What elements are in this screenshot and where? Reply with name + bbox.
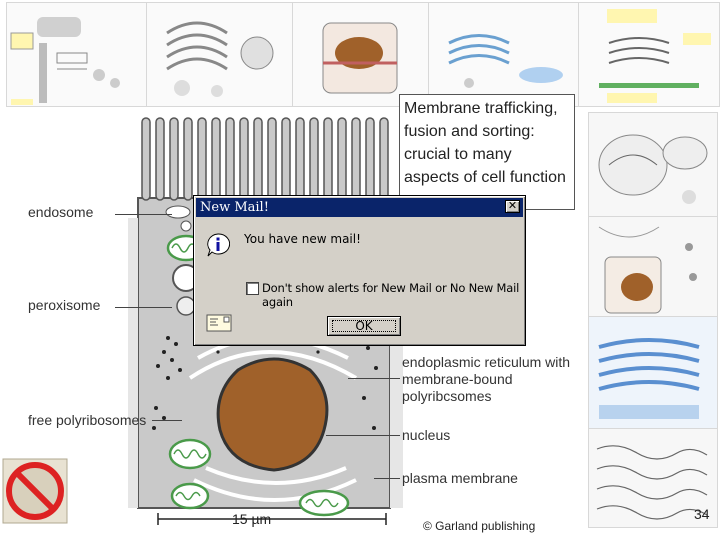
right-thumbnail-3: [588, 316, 718, 430]
dialog-titlebar[interactable]: New Mail!: [196, 198, 523, 217]
thumbnail-3-figure: [322, 22, 398, 94]
thumbnail-4-figure: [448, 34, 563, 88]
thumbnail-5: [578, 2, 720, 107]
footer-credit: © Garland publishing: [423, 519, 536, 533]
right-thumbnail-3-figure: [589, 317, 717, 429]
right-thumbnail-2: [588, 216, 718, 318]
new-mail-dialog: New Mail! ✕ You have new mail! Don't sho…: [193, 195, 526, 346]
prohibited-icon: [2, 458, 68, 524]
caption-text: Membrane trafficking, fusion and sorting…: [404, 100, 566, 186]
thumbnail-2-figure: [166, 21, 274, 97]
leader-peroxisome: [115, 307, 172, 308]
close-button[interactable]: ✕: [505, 200, 520, 213]
label-endoplasmic-reticulum: endoplasmic reticulum with membrane-boun…: [402, 354, 571, 404]
thumbnail-1: [6, 2, 148, 107]
right-thumbnail-4-figure: [596, 445, 708, 520]
right-thumbnail-1: [588, 112, 718, 218]
mail-envelope-icon: [206, 314, 232, 332]
ok-button-label: OK: [355, 319, 373, 333]
dont-show-alerts-checkbox[interactable]: [246, 282, 259, 295]
scale-bar-label: 15 µm: [232, 511, 272, 527]
thumbnail-3: [292, 2, 430, 107]
leader-free-polyribosomes: [152, 420, 182, 421]
label-free-polyribosomes: free polyribosomes: [28, 412, 147, 428]
leader-plasma-membrane: [374, 478, 400, 479]
caption-box: Membrane trafficking, fusion and sorting…: [399, 94, 575, 210]
label-peroxisome: peroxisome: [28, 297, 101, 313]
label-endosome: endosome: [28, 204, 94, 220]
dialog-message: You have new mail!: [244, 232, 361, 246]
checkbox-label[interactable]: Don't show alerts for New Mail or No New…: [262, 281, 520, 309]
ok-button[interactable]: OK: [327, 316, 401, 336]
thumbnail-2: [146, 2, 294, 107]
thumbnail-4: [428, 2, 580, 107]
info-icon: [207, 233, 230, 257]
close-icon: ✕: [507, 200, 518, 212]
right-thumbnail-2-figure: [598, 226, 697, 314]
page-number: 34: [694, 506, 710, 522]
nucleus: [216, 357, 329, 472]
label-nucleus: nucleus: [402, 427, 451, 443]
thumbnail-1-figure: [10, 17, 120, 105]
dialog-title: New Mail!: [200, 200, 269, 215]
right-thumbnail-4: [588, 428, 718, 528]
leader-nucleus: [326, 435, 400, 436]
right-thumbnail-1-figure: [598, 134, 708, 204]
thumbnail-5-figure: [599, 9, 711, 103]
ok-focus-ring: [332, 320, 396, 332]
leader-er: [348, 378, 400, 379]
label-plasma-membrane: plasma membrane: [402, 470, 518, 486]
leader-endosome: [115, 214, 172, 215]
